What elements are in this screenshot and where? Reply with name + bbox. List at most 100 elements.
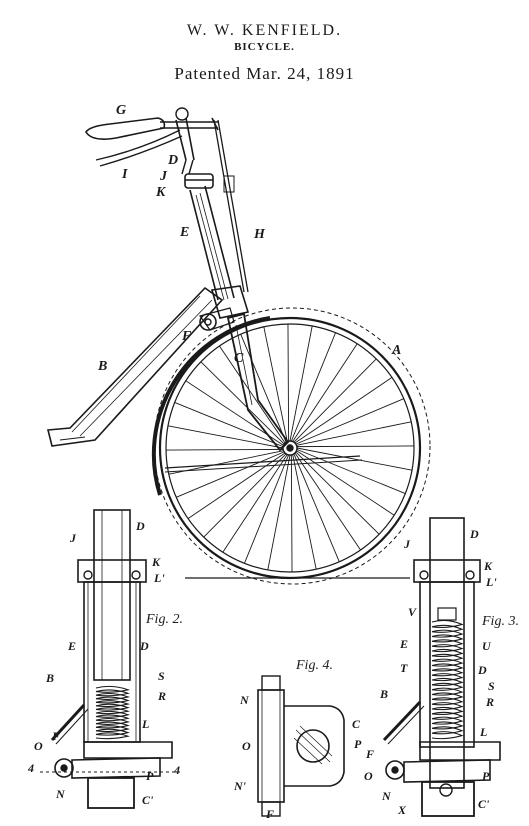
spring-coil xyxy=(95,728,130,736)
label-d: D xyxy=(168,153,179,168)
figure-2-section xyxy=(40,509,180,809)
spring-coil xyxy=(95,721,130,729)
frame-backbone xyxy=(46,286,224,447)
label-f2-n: N xyxy=(56,787,65,801)
wheel-spoke xyxy=(263,326,288,442)
mudguard xyxy=(151,316,271,496)
label-f2-l1: L' xyxy=(154,571,165,585)
wheel-spoke xyxy=(203,453,287,538)
spring-coil xyxy=(431,726,464,735)
label-g: G xyxy=(116,103,127,118)
label-f2-r: R xyxy=(158,689,167,703)
spring-coil xyxy=(431,624,464,633)
handlebar xyxy=(85,107,219,167)
wheel-spoke xyxy=(219,345,286,444)
label-f3-c: C' xyxy=(478,797,490,811)
label-f2-s: S xyxy=(158,669,165,683)
figure-2-caption: Fig. 2. xyxy=(146,612,183,627)
brake-rod xyxy=(213,119,245,293)
label-f3-j: J xyxy=(404,537,410,551)
spring-coil xyxy=(431,673,464,682)
label-f2-e: E xyxy=(68,639,77,653)
wheel-spoke xyxy=(296,448,406,494)
label-f3-o: O xyxy=(364,769,373,783)
spring-coil xyxy=(431,682,464,691)
spring-coil xyxy=(431,619,464,628)
wheel-spoke xyxy=(292,343,358,442)
wheel-spoke xyxy=(166,448,284,451)
label-k: K xyxy=(156,185,166,200)
wheel-spoke xyxy=(296,421,412,446)
patent-subject: BICYCLE. xyxy=(234,41,295,53)
spring-coil xyxy=(95,685,130,693)
spring-coil xyxy=(431,721,464,730)
spring-coil xyxy=(95,710,130,718)
label-f2-4b: 4 xyxy=(174,763,180,777)
label-a: A xyxy=(392,343,402,358)
wheel-spoke xyxy=(167,425,284,449)
label-f3-d2: D xyxy=(478,663,487,677)
label-f2-d2: D xyxy=(140,639,149,653)
spring-coil xyxy=(95,707,130,715)
spring-coil xyxy=(431,644,464,653)
wheel-spoke xyxy=(293,358,377,443)
label-f3-l: L xyxy=(480,725,488,739)
label-c: C xyxy=(234,351,244,366)
label-f3-p: P xyxy=(482,769,490,783)
spring-coil xyxy=(95,725,130,733)
label-f2-o: O xyxy=(34,739,43,753)
wheel-spoke xyxy=(296,445,414,448)
label-f4-c: C xyxy=(352,717,361,731)
spring-coil xyxy=(95,700,130,708)
figure-3-caption: Fig. 3. xyxy=(482,614,519,629)
wheel-spoke xyxy=(295,398,404,445)
spring-coil xyxy=(431,677,464,686)
label-f3-x: X xyxy=(398,803,407,817)
spring-coil xyxy=(95,717,130,725)
spring-coil xyxy=(431,639,464,648)
wheel-spoke xyxy=(187,452,286,519)
label-f4-n1: N' xyxy=(234,779,246,793)
label-f3-v: V xyxy=(408,605,417,619)
label-h: H xyxy=(254,227,265,242)
label-i: I xyxy=(122,167,128,182)
spring-coil xyxy=(95,703,130,711)
label-f2-p: P xyxy=(146,769,154,783)
label-f3-k: K xyxy=(484,559,493,573)
spring-coil xyxy=(431,692,464,701)
wheel-spoke xyxy=(296,447,413,471)
spring-coil xyxy=(95,689,130,697)
label-f4-p: P xyxy=(354,737,362,751)
spring-coil xyxy=(431,716,464,725)
label-e: E xyxy=(180,225,190,240)
wheel-spoke xyxy=(294,452,361,551)
wheel-spoke xyxy=(244,454,290,564)
label-f3-d: D xyxy=(470,527,479,541)
spring-coil xyxy=(431,653,464,662)
spring-coil xyxy=(431,731,464,740)
wheel-spoke xyxy=(200,361,285,445)
wheel-spoke xyxy=(222,454,288,553)
wheel-spoke xyxy=(174,402,284,448)
spring-coil xyxy=(95,714,130,722)
spring-coil xyxy=(95,696,130,704)
label-f4-n: N xyxy=(240,693,249,707)
label-f2-d: D xyxy=(136,519,145,533)
wheel-spoke xyxy=(295,451,380,535)
steering-post xyxy=(181,159,250,319)
spring-coil xyxy=(431,658,464,667)
label-f3-l1: L' xyxy=(486,575,497,589)
spring-coil xyxy=(431,687,464,696)
spring-coil xyxy=(431,648,464,657)
label-f3-b: B xyxy=(380,687,389,701)
spring-coil xyxy=(431,706,464,715)
label-f3-s: S xyxy=(488,679,495,693)
front-fork xyxy=(226,312,290,452)
label-f2-4a: 4 xyxy=(28,761,34,775)
label-b: B xyxy=(98,359,108,374)
label-f4-f: F xyxy=(266,807,275,821)
label-f3-t: T xyxy=(400,661,408,675)
label-f2-l: L xyxy=(142,717,150,731)
figure-3-section xyxy=(382,517,501,817)
